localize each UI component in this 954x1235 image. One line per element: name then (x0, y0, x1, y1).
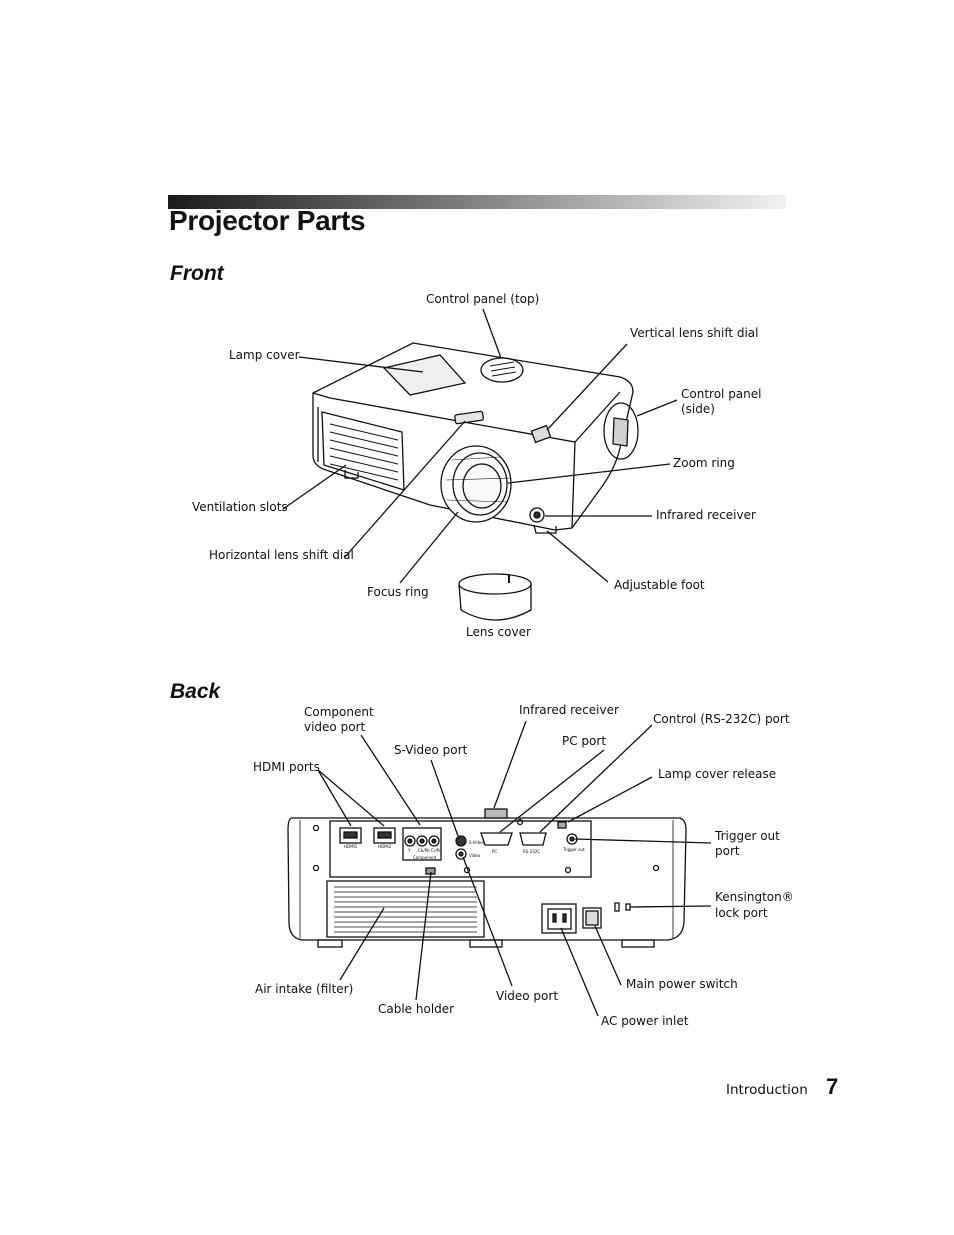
footer-section-name: Introduction (726, 1082, 808, 1098)
label-lamp-cover-release: Lamp cover release (658, 767, 777, 781)
pc-text: PC (492, 849, 497, 854)
label-air-intake-filter: Air intake (filter) (255, 982, 354, 996)
front-heading: Front (170, 262, 224, 285)
trigger-out-text: Trigger out (562, 847, 585, 852)
control-panel-top (480, 357, 524, 383)
label-ventilation-slots: Ventilation slots (192, 500, 288, 514)
lens-assembly (440, 445, 512, 523)
label-zoom-ring: Zoom ring (673, 456, 735, 470)
label-kensington-lock-port-2: lock port (715, 906, 768, 920)
label-vertical-lens-shift-dial: Vertical lens shift dial (630, 326, 759, 340)
hdmi2-text: HDMI2 (378, 844, 392, 849)
label-cable-holder: Cable holder (378, 1002, 455, 1016)
label-adjustable-foot: Adjustable foot (614, 578, 705, 592)
label-video-port: Video port (496, 989, 559, 1003)
title-gradient-bar (168, 195, 786, 209)
label-component-video-port-2: video port (304, 720, 366, 734)
label-ac-power-inlet: AC power inlet (601, 1014, 689, 1028)
cr-text: Cr/Pr (431, 848, 441, 853)
label-component-video-port-1: Component (304, 705, 374, 719)
label-control-panel-side-2: (side) (681, 402, 715, 416)
control-panel-side (603, 402, 639, 460)
label-trigger-out-port-2: port (715, 844, 740, 858)
label-main-power-switch: Main power switch (626, 977, 738, 991)
hdmi1-text: HDMI1 (344, 844, 358, 849)
lens-cover (458, 573, 532, 621)
label-s-video-port: S-Video port (394, 743, 468, 757)
cb-text: Cb/Pb (418, 848, 430, 853)
svideo-text: S-Video (469, 840, 485, 845)
panel-micro-labels: HDMI1 HDMI2 Y Cb/Pb Cr/Pr Component S-Vi… (344, 840, 585, 860)
video-text: Video (469, 853, 481, 858)
label-control-panel-top: Control panel (top) (426, 292, 540, 306)
label-horizontal-lens-shift-dial: Horizontal lens shift dial (209, 548, 354, 562)
label-infrared-receiver-front: Infrared receiver (656, 508, 756, 522)
label-infrared-receiver-back: Infrared receiver (519, 703, 619, 717)
back-projector-diagram (287, 720, 712, 1017)
label-kensington-lock-port-1: Kensington® (715, 890, 794, 904)
label-control-panel-side-1: Control panel (681, 387, 762, 401)
label-pc-port: PC port (562, 734, 607, 748)
air-intake (326, 880, 485, 938)
horizontal-lens-shift-dial-shape (454, 410, 484, 425)
label-lens-cover: Lens cover (466, 625, 531, 639)
label-control-rs232c-port: Control (RS-232C) port (653, 712, 790, 726)
component-text: Component (413, 855, 437, 860)
rs232c-text: RS-232C (523, 849, 540, 854)
label-trigger-out-port-1: Trigger out (715, 829, 780, 843)
label-lamp-cover: Lamp cover (229, 348, 300, 362)
y-text: Y (407, 848, 411, 853)
lamp-cover (382, 354, 467, 396)
label-focus-ring: Focus ring (367, 585, 429, 599)
page-title: Projector Parts (169, 205, 366, 236)
page-number: 7 (826, 1074, 839, 1099)
label-hdmi-ports: HDMI ports (253, 760, 320, 774)
back-heading: Back (170, 680, 221, 703)
